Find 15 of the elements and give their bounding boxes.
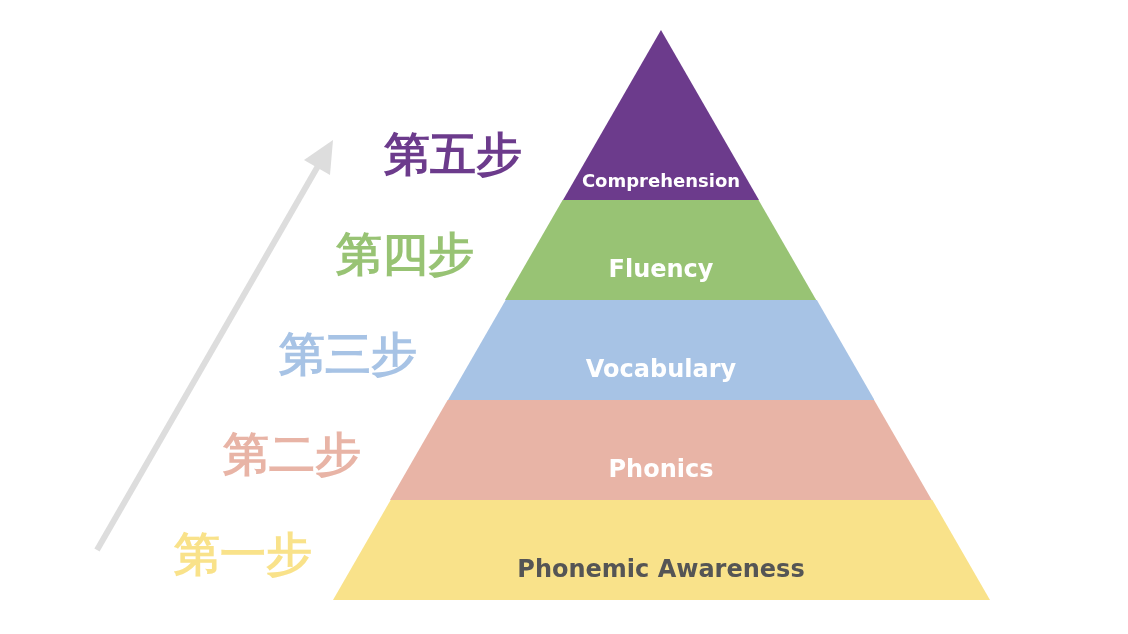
step-label: 第三步 — [279, 326, 417, 383]
pyramid-layer — [505, 200, 817, 300]
layer-label: Vocabulary — [584, 355, 738, 383]
layer-label: Fluency — [607, 255, 715, 283]
pyramid-layer — [390, 400, 932, 500]
step-label: 第五步 — [384, 126, 522, 183]
step-label: 第一步 — [174, 526, 312, 583]
pyramid-layer — [447, 300, 875, 400]
pyramid-layer — [332, 500, 990, 600]
layer-label: Phonemic Awareness — [516, 555, 806, 583]
layer-label: Comprehension — [580, 170, 742, 191]
step-label: 第四步 — [336, 226, 474, 283]
step-label: 第二步 — [223, 426, 361, 483]
layer-label: Phonics — [607, 455, 715, 483]
pyramid-layer — [563, 30, 759, 200]
